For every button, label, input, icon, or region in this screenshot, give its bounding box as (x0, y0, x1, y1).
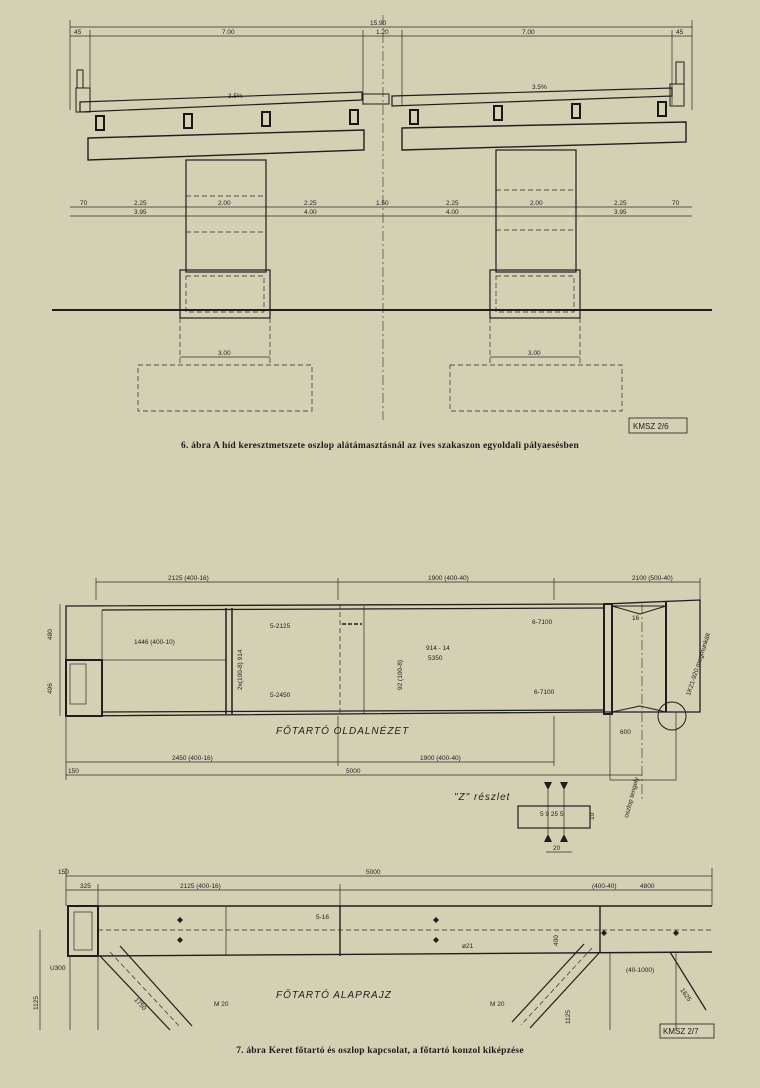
detail-values: 5 9 25 5 (540, 811, 564, 818)
label-col: 16 (632, 615, 640, 622)
dim-footing-left: 3.00 (218, 350, 231, 357)
slope-left: 3.5% (228, 93, 243, 100)
label-col-side: 1K21-920 megmunkált (685, 632, 712, 697)
dim-row1-0: 70 (80, 200, 88, 207)
dim-footing-right: 3.00 (528, 350, 541, 357)
dim-gap: 1.20 (376, 29, 389, 36)
side-top-dim-1: 1900 (400-40) (428, 575, 469, 582)
side-bottom-dim-1: 1900 (400-40) (420, 755, 461, 762)
figure6-cross-section: 15.90 7.00 1.20 7.00 45 45 3.5% 3.5% (52, 15, 712, 434)
label-col-width: 600 (620, 729, 631, 736)
plan-brace-left: 1750 (133, 997, 148, 1013)
caption-figure6: 6. ábra A híd keresztmetszete oszlop alá… (181, 441, 579, 451)
dim-row1: 70 2.25 2.00 2.25 1.50 2.25 2.00 2.25 70 (80, 200, 680, 207)
detail-width: 20 (553, 845, 561, 852)
plan-height: 400 (553, 935, 560, 946)
side-bottom-dim-0: 2450 (400-16) (172, 755, 213, 762)
dim-right-edge: 45 (676, 29, 684, 36)
dim-row2-1: 4.00 (304, 209, 317, 216)
plan-top-dim-0: 150 (58, 869, 69, 876)
plan-brace-spec: (40-1000) (626, 967, 654, 974)
plan-top-dim-3: 2125 (400-16) (180, 883, 221, 890)
dim-row2-2: 4.00 (446, 209, 459, 216)
side-left-offset: 150 (68, 768, 79, 775)
dim-right-deck: 7.00 (522, 29, 535, 36)
plan-dim-right: 1125 (565, 1010, 572, 1024)
plan-top-dim-1: 5000 (366, 869, 381, 876)
label-plate2: 914 - 14 (426, 645, 450, 652)
detail-z: "Z" részlet 5 9 25 5 10 20 (454, 782, 596, 853)
dim-row2-3: 3.95 (614, 209, 627, 216)
stamp-6: KMSZ 2/6 (633, 422, 669, 431)
figure7-plan: 150 5000 325 2125 (400-16) (400-40) 4800… (33, 868, 715, 1039)
dim-row1-2: 2.00 (218, 200, 231, 207)
dim-row1-3: 2.25 (304, 200, 317, 207)
slope-right: 3.5% (532, 84, 547, 91)
stamp-7: KMSZ 2/7 (663, 1027, 699, 1036)
plan-dim-left: 1125 (33, 996, 40, 1010)
dim-row1-6: 2.00 (530, 200, 543, 207)
dim-left-edge: 45 (74, 29, 82, 36)
label-weld2: 5-2450 (270, 692, 291, 699)
stamp-box-7 (659, 1023, 715, 1039)
dim-row1-4: 1.50 (376, 200, 389, 207)
plan-top-dim-4: (400-40) (592, 883, 617, 890)
caption-figure7: 7. ábra Keret főtartó és oszlop kapcsola… (236, 1046, 524, 1056)
side-top-dim-0: 2125 (400-16) (168, 575, 209, 582)
plan-weld-a: 5-16 (316, 914, 329, 921)
side-top-dim-2: 2100 (500-40) (632, 575, 673, 582)
dim-overall: 15.90 (370, 20, 387, 27)
plan-u-profile: U300 (50, 965, 66, 972)
dim-row2-0: 3.95 (134, 209, 147, 216)
detail-title: "Z" részlet (454, 792, 511, 803)
label-plate2b: 5350 (428, 655, 443, 662)
label-plate1: 1446 (400-10) (134, 639, 175, 646)
side-view-title: FŐTARTÓ OLDALNÉZET (276, 723, 409, 737)
dim-left-deck: 7.00 (222, 29, 235, 36)
label-web1: 2x(100-8) 914 (237, 649, 244, 690)
dim-row1-8: 70 (672, 200, 680, 207)
plan-top-dim-2: 325 (80, 883, 91, 890)
plan-title: FŐTARTÓ ALAPRAJZ (276, 987, 392, 1001)
label-axis: oszlop tengely (623, 776, 641, 819)
dim-row1-7: 2.25 (614, 200, 627, 207)
plan-top-dim-5: 4800 (640, 883, 655, 890)
label-weld3: 6-7100 (532, 619, 553, 626)
dim-row2: 3.95 4.00 4.00 3.95 (134, 209, 627, 216)
side-total: 5000 (346, 768, 361, 775)
dim-row1-1: 2.25 (134, 200, 147, 207)
plan-m20-left: M 20 (214, 1001, 229, 1008)
side-left-dim-1: 496 (47, 683, 54, 694)
plan-hole: ø21 (462, 943, 474, 950)
figure7-side-view: 2125 (400-16) 1900 (400-40) 2100 (500-40… (47, 575, 712, 819)
detail-side: 10 (589, 812, 596, 820)
label-weld4: 6-7100 (534, 689, 555, 696)
dim-row1-5: 2.25 (446, 200, 459, 207)
plan-m20-right: M 20 (490, 1001, 505, 1008)
label-web2: 92 (100-8) (397, 660, 404, 690)
label-weld1: 5-2125 (270, 623, 291, 630)
stamp-box-6 (628, 417, 688, 434)
plan-brace-right: 1625 (678, 987, 692, 1003)
side-left-dim-0: 480 (47, 629, 54, 640)
